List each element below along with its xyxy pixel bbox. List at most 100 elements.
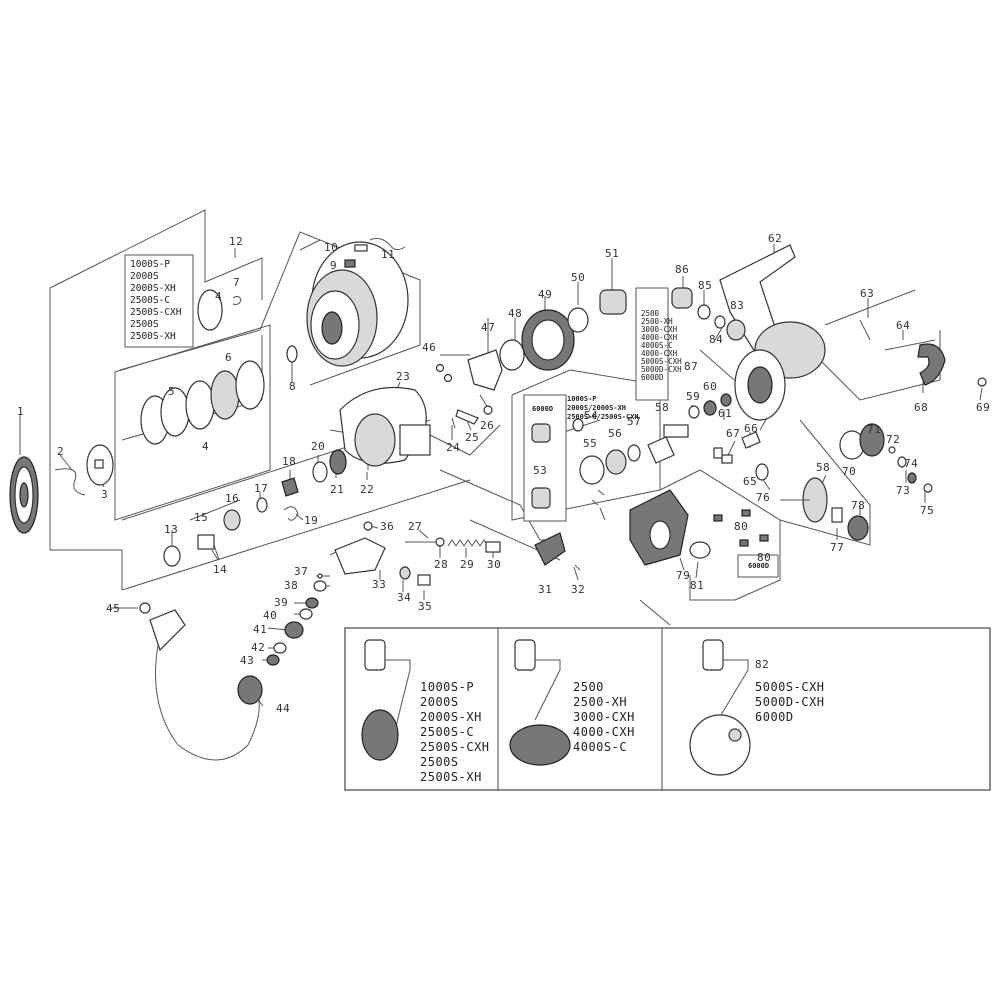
part-label-78: 78 [851, 499, 866, 512]
handle-right-image [689, 639, 751, 776]
model-list-54: 1000S-P 2000S/2000S-XH 2500S-C/2500S-CXH [567, 395, 639, 421]
part-label-2: 2 [57, 445, 65, 458]
part-label-36: 36 [380, 520, 395, 533]
part-label-79: 79 [676, 569, 691, 582]
part-label-83: 83 [730, 299, 745, 312]
part-label-31: 31 [538, 583, 553, 596]
part-label-22: 22 [360, 483, 375, 496]
rotor-part [339, 386, 431, 467]
part-label-27: 27 [408, 520, 423, 533]
main-gear-part [780, 477, 869, 541]
spool-part [306, 241, 409, 367]
part-label-29: 29 [460, 558, 475, 571]
part-label-70: 70 [842, 465, 857, 478]
part-label-15: 15 [194, 511, 209, 524]
part-label-75: 75 [920, 504, 935, 517]
part-label-66: 66 [744, 422, 759, 435]
part-label-68: 68 [914, 401, 929, 414]
part-label-76: 76 [756, 491, 771, 504]
label-6000d-box: 6000D [532, 405, 554, 413]
part-label-62: 62 [768, 232, 783, 245]
part-label-58: 58 [655, 401, 670, 414]
part-label-23: 23 [396, 370, 411, 383]
part-label-18: 18 [282, 455, 297, 468]
part-label-77: 77 [830, 541, 845, 554]
part-label-63: 63 [860, 287, 875, 300]
part-label-40: 40 [263, 609, 278, 622]
part-label-87: 87 [684, 360, 699, 373]
part-label-9: 9 [330, 259, 338, 272]
part-label-7: 7 [233, 276, 241, 289]
part-label-41: 41 [253, 623, 268, 636]
part-label-21: 21 [330, 483, 345, 496]
part-label-14: 14 [213, 563, 228, 576]
part-label-57: 57 [627, 415, 642, 428]
part-label-13: 13 [164, 523, 179, 536]
part-label-32: 32 [571, 583, 586, 596]
part-label-60: 60 [703, 380, 718, 393]
part-label-26: 26 [480, 419, 495, 432]
part-label-8: 8 [289, 380, 297, 393]
part-label-5: 5 [168, 385, 176, 398]
part-label-12: 12 [229, 235, 244, 248]
spool-model-list: 1000S-P 2000S 2000S-XH 2500S-C 2500S-CXH… [130, 259, 182, 342]
part-label-28: 28 [434, 558, 449, 571]
part-label-34: 34 [397, 591, 412, 604]
part-label-6: 6 [225, 351, 233, 364]
part-label-17: 17 [254, 482, 269, 495]
part-label-74: 74 [904, 457, 919, 470]
part-label-58b: 58 [816, 461, 831, 474]
part-label-64: 64 [896, 319, 911, 332]
part-label-50: 50 [571, 271, 586, 284]
part-label-65: 65 [743, 475, 758, 488]
part-label-10: 10 [324, 241, 339, 254]
part-label-86: 86 [675, 263, 690, 276]
part-label-56: 56 [608, 427, 623, 440]
part-label-81: 81 [690, 579, 705, 592]
parts [9, 237, 987, 776]
part-label-45: 45 [106, 602, 121, 615]
part-label-51: 51 [605, 247, 620, 260]
handle-left-image [361, 639, 411, 761]
handle-left-models: 1000S-P 2000S 2000S-XH 2500S-C 2500S-CXH… [420, 680, 490, 784]
part-label-11: 11 [381, 248, 396, 261]
part-label-55: 55 [583, 437, 598, 450]
part-label-19: 19 [304, 514, 319, 527]
vertical-model-list: 2500 2500-XH 3000-CXH 4000-CXH 4000S-C 4… [641, 309, 682, 382]
part-label-71: 71 [867, 423, 882, 436]
part-label-80: 80 [734, 520, 749, 533]
part-label-3: 3 [101, 488, 109, 501]
part-label-61: 61 [718, 407, 733, 420]
part-label-72: 72 [886, 433, 901, 446]
part-label-44: 44 [276, 702, 291, 715]
part-label-4: 4 [215, 290, 223, 303]
part-label-38: 38 [284, 579, 299, 592]
part-label-30: 30 [487, 558, 502, 571]
part-label-1: 1 [17, 405, 25, 418]
part-label-25: 25 [465, 431, 480, 444]
part-label-85: 85 [698, 279, 713, 292]
part-label-16: 16 [225, 492, 240, 505]
part-label-49: 49 [538, 288, 553, 301]
part-label-39: 39 [274, 596, 289, 609]
part-label-82: 82 [755, 658, 770, 671]
part-label-67: 67 [726, 427, 741, 440]
part-label-20: 20 [311, 440, 326, 453]
part-label-73: 73 [896, 484, 911, 497]
part-label-47: 47 [481, 321, 496, 334]
part-label-69: 69 [976, 401, 991, 414]
part-label-24: 24 [446, 441, 461, 454]
handle-middle-image [509, 639, 571, 766]
model-boxes [124, 254, 991, 791]
label-6000d-screws: 6000D [748, 562, 770, 570]
part-label-48: 48 [508, 307, 523, 320]
part-label-4b: 4 [202, 440, 210, 453]
handle-right-models: 5000S-CXH 5000D-CXH 6000D [755, 680, 825, 724]
spool-cap-part [9, 456, 39, 534]
part-label-53: 53 [533, 464, 548, 477]
part-label-80b: 80 [757, 551, 772, 564]
part-label-59: 59 [686, 390, 701, 403]
part-label-42: 42 [251, 641, 266, 654]
handle-middle-models: 2500 2500-XH 3000-CXH 4000-CXH 4000S-C [573, 680, 635, 754]
